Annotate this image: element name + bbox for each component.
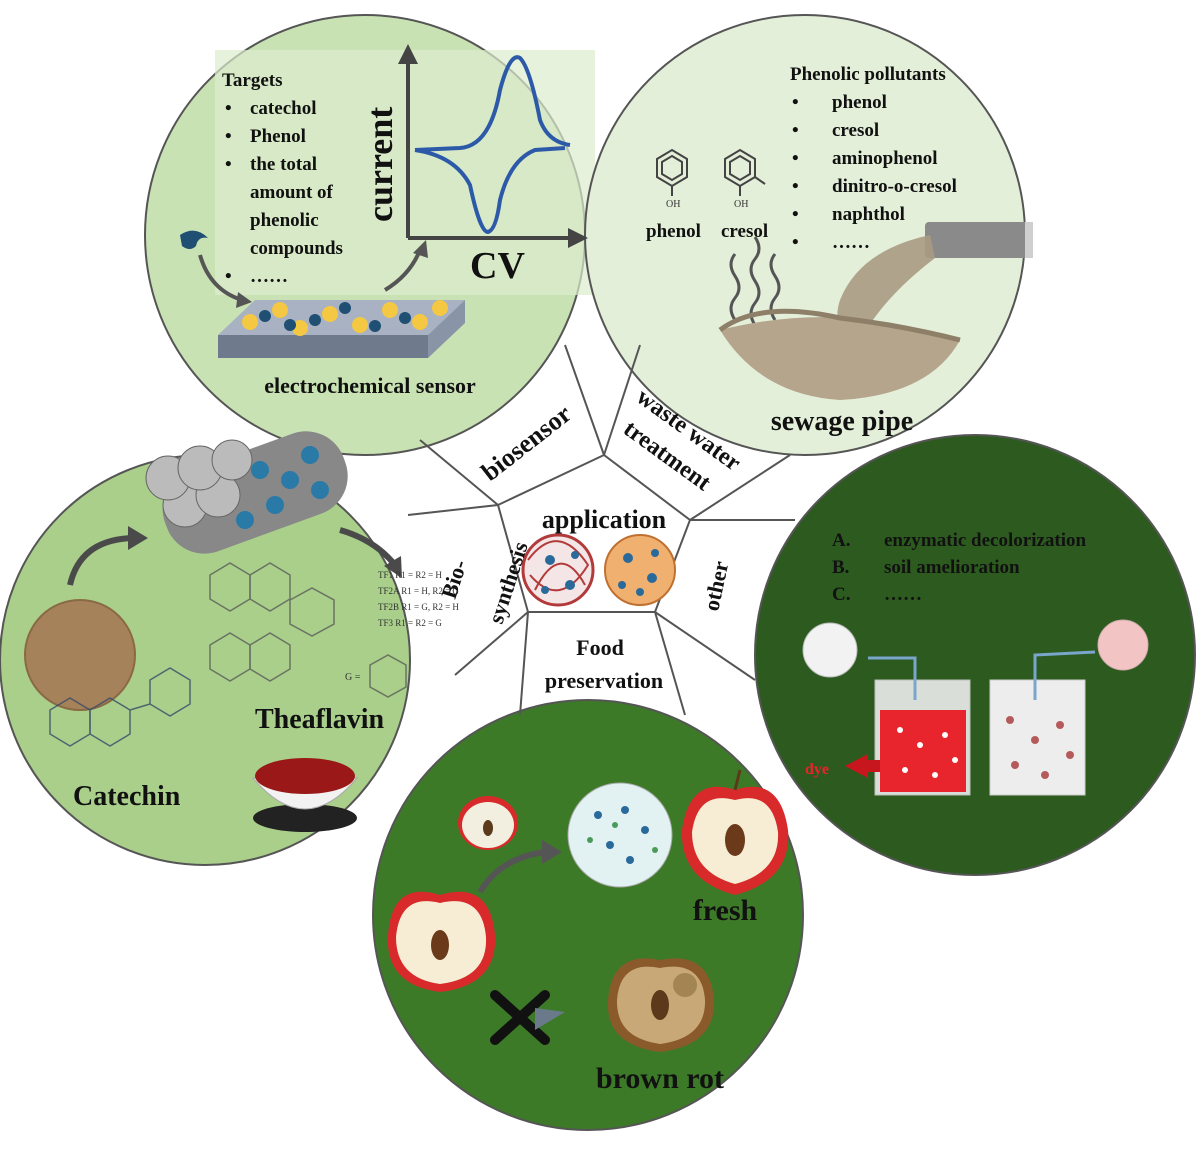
nanoparticle-red-icon	[521, 533, 595, 607]
theaflavin-bowl-icon	[251, 758, 359, 832]
bullet: •	[225, 126, 232, 147]
tf-row: TF3 R1 = R2 = G	[378, 618, 442, 628]
target-item: amount of	[250, 182, 334, 203]
theaflavin-label: Theaflavin	[255, 704, 385, 735]
tf-row: TF2B R1 = G, R2 = H	[378, 602, 459, 612]
sector-food-line1: Food	[576, 635, 624, 660]
cv-x-axis-label: CV	[470, 245, 525, 287]
nanoparticle-orange-icon	[604, 534, 676, 606]
cresol-label: cresol	[721, 221, 768, 242]
film-disc-icon	[567, 782, 673, 888]
cv-curve	[414, 55, 571, 235]
pollutant-item: cresol	[832, 120, 879, 141]
bullet: •	[225, 98, 232, 119]
other-item: ……	[884, 584, 922, 605]
cv-y-axis-label: current	[360, 107, 400, 222]
wastewater-caption: sewage pipe	[771, 406, 913, 437]
pollutants-title: Phenolic pollutants	[790, 64, 946, 85]
other-list: A. enzymatic decolorization B. soil amel…	[832, 530, 1087, 605]
enzyme-carrier-icon	[145, 431, 348, 554]
cross-icon	[490, 990, 550, 1045]
arrow-icon	[1033, 650, 1096, 700]
bullet: •	[792, 148, 799, 169]
catechin-structure-icon	[49, 667, 191, 747]
target-item: compounds	[250, 238, 343, 259]
biosensor-caption: electrochemical sensor	[264, 373, 476, 398]
bead-white-icon	[802, 622, 858, 678]
g-label: G =	[345, 672, 361, 683]
enzyme-icon	[180, 230, 208, 249]
vapor-icon	[729, 236, 781, 326]
tf-row: TF1 R1 = R2 = H	[378, 570, 442, 580]
targets-title: Targets	[222, 70, 283, 91]
arrowhead-icon	[535, 1008, 565, 1030]
target-item: the total	[250, 154, 317, 175]
apple-fresh-icon	[681, 769, 789, 895]
pollutant-item: naphthol	[832, 204, 905, 225]
arrow-icon	[868, 656, 917, 700]
beaker-clear-icon	[989, 679, 1086, 796]
other-item: soil amelioration	[884, 557, 1020, 578]
dye-arrow-icon	[845, 754, 868, 778]
bullet: •	[792, 92, 799, 113]
pollutant-item: ……	[832, 232, 870, 253]
cresol-oh: OH	[734, 199, 748, 210]
target-item: ……	[250, 266, 288, 287]
other-letter: C.	[832, 584, 850, 605]
bullet: •	[225, 154, 232, 175]
dye-arrow-shaft	[866, 760, 880, 772]
target-item: catechol	[250, 98, 316, 119]
target-item: phenolic	[250, 210, 319, 231]
dye-label: dye	[805, 761, 829, 778]
bead-pink-icon	[1097, 619, 1149, 671]
bullet: •	[792, 204, 799, 225]
arrowhead-icon	[236, 292, 252, 308]
target-item: Phenol	[250, 126, 306, 147]
theaflavin-structure-icon	[209, 562, 407, 698]
other-letter: B.	[832, 557, 849, 578]
cresol-structure-icon	[724, 148, 766, 196]
apple-rotten-icon	[607, 958, 715, 1052]
pollutant-item: phenol	[832, 92, 887, 113]
phenol-label: phenol	[646, 221, 701, 242]
arrowhead-icon	[413, 240, 428, 258]
sector-other: other	[698, 559, 733, 613]
arrow-icon	[477, 849, 546, 894]
arrow-icon	[339, 527, 398, 567]
bullet: •	[225, 266, 232, 287]
pollutant-item: aminophenol	[832, 148, 938, 169]
bullet: •	[792, 176, 799, 197]
arrowhead-icon	[542, 840, 562, 864]
cv-axes	[398, 44, 588, 248]
brown-rot-label: brown rot	[596, 1062, 724, 1095]
arrow-icon	[67, 535, 133, 586]
catechin-label: Catechin	[73, 781, 181, 812]
beaker-red-icon	[874, 679, 971, 796]
bullet: •	[792, 120, 799, 141]
arrowhead-icon	[384, 556, 402, 578]
sewage-pipe-icon	[718, 222, 1033, 400]
phenol-oh: OH	[666, 199, 680, 210]
theaflavin-table: TF1 R1 = R2 = H TF2A R1 = H, R2 = G TF2B…	[378, 570, 459, 628]
targets-list: • catechol • Phenol • the total amount o…	[225, 98, 343, 287]
tea-powder-icon	[24, 599, 136, 711]
apple-large-icon	[387, 891, 496, 992]
apple-half-small-icon	[458, 796, 518, 850]
center-label: application	[542, 505, 667, 534]
bullet: •	[792, 232, 799, 253]
arrow-icon	[198, 254, 243, 302]
other-letter: A.	[832, 530, 850, 551]
electrode-icon	[218, 300, 465, 358]
phenol-structure-icon	[656, 148, 688, 196]
sector-food-line2: preservation	[545, 668, 663, 693]
fresh-label: fresh	[693, 894, 758, 927]
pollutant-item: dinitro-o-cresol	[832, 176, 957, 197]
pollutants-list: • phenol • cresol • aminophenol • dinitr…	[792, 92, 957, 253]
tf-row: TF2A R1 = H, R2 = G	[378, 586, 459, 596]
other-item: enzymatic decolorization	[884, 530, 1087, 551]
arrowhead-icon	[128, 526, 148, 550]
